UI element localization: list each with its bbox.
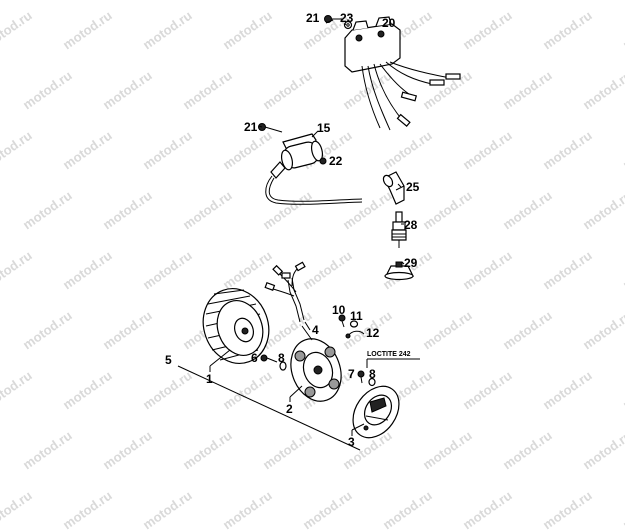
callout-6: 6 (251, 351, 258, 365)
exploded-parts-diagram: 21 23 20 21 15 22 25 28 29 10 11 12 4 5 … (165, 11, 461, 451)
callout-7: 7 (348, 367, 355, 381)
flywheel-part-1 (202, 288, 270, 364)
cdi-unit-part-20 (344, 16, 461, 131)
callout-10: 10 (332, 303, 346, 317)
washer-part-8-left (279, 361, 287, 371)
callout-25: 25 (406, 180, 420, 194)
washer-part-8-right (368, 377, 376, 387)
callout-8-left: 8 (278, 351, 285, 365)
watermark-text: motod.ru (460, 487, 515, 532)
nut-part-22 (319, 157, 327, 165)
callout-23: 23 (340, 11, 354, 25)
spark-plug-part-28 (391, 211, 407, 248)
callout-21-coil: 21 (244, 120, 258, 134)
callout-3: 3 (348, 435, 355, 449)
callout-15: 15 (317, 121, 331, 135)
loctite-note: LOCTITE 242 (367, 351, 411, 358)
callout-1: 1 (206, 372, 213, 386)
stator-part-4 (264, 261, 342, 402)
callout-28: 28 (404, 218, 418, 232)
watermark-text: motod.ru (540, 487, 595, 532)
watermark-text: motod.ru (380, 487, 435, 532)
bolt-part-7 (357, 370, 365, 384)
callout-20: 20 (382, 16, 396, 30)
watermark-text: motod.ru (60, 487, 115, 532)
clip-part-12 (345, 330, 365, 339)
callout-12: 12 (366, 326, 380, 340)
bolt-part-6 (260, 354, 278, 363)
callout-8-right: 8 (369, 367, 376, 381)
callout-21-top: 21 (306, 11, 320, 25)
watermark-text: motod.ru (140, 487, 195, 532)
leader-lines (177, 19, 420, 451)
watermark-text: motod.ru (300, 487, 355, 532)
watermark-text: motod.ru (0, 487, 35, 532)
watermark-text: motod.ru (220, 487, 275, 532)
watermark-text: motod.ru (620, 487, 625, 532)
callout-11: 11 (350, 309, 363, 323)
cover-plate-part-3 (352, 385, 400, 439)
callout-29: 29 (404, 256, 418, 270)
screw-part-10 (338, 314, 346, 328)
bolt-part-21-top (324, 15, 342, 23)
boot-part-29 (384, 261, 414, 281)
callout-22: 22 (329, 154, 343, 168)
callout-labels: 21 23 20 21 15 22 25 28 29 10 11 12 4 5 … (165, 11, 420, 449)
spark-plug-cap-part-25 (382, 171, 405, 205)
bolt-part-21-coil (258, 123, 283, 133)
callout-2: 2 (286, 402, 293, 416)
callout-5: 5 (165, 353, 172, 367)
ignition-coil-part-15 (265, 133, 363, 205)
callout-4: 4 (312, 323, 319, 337)
washer-part-11 (349, 320, 359, 328)
